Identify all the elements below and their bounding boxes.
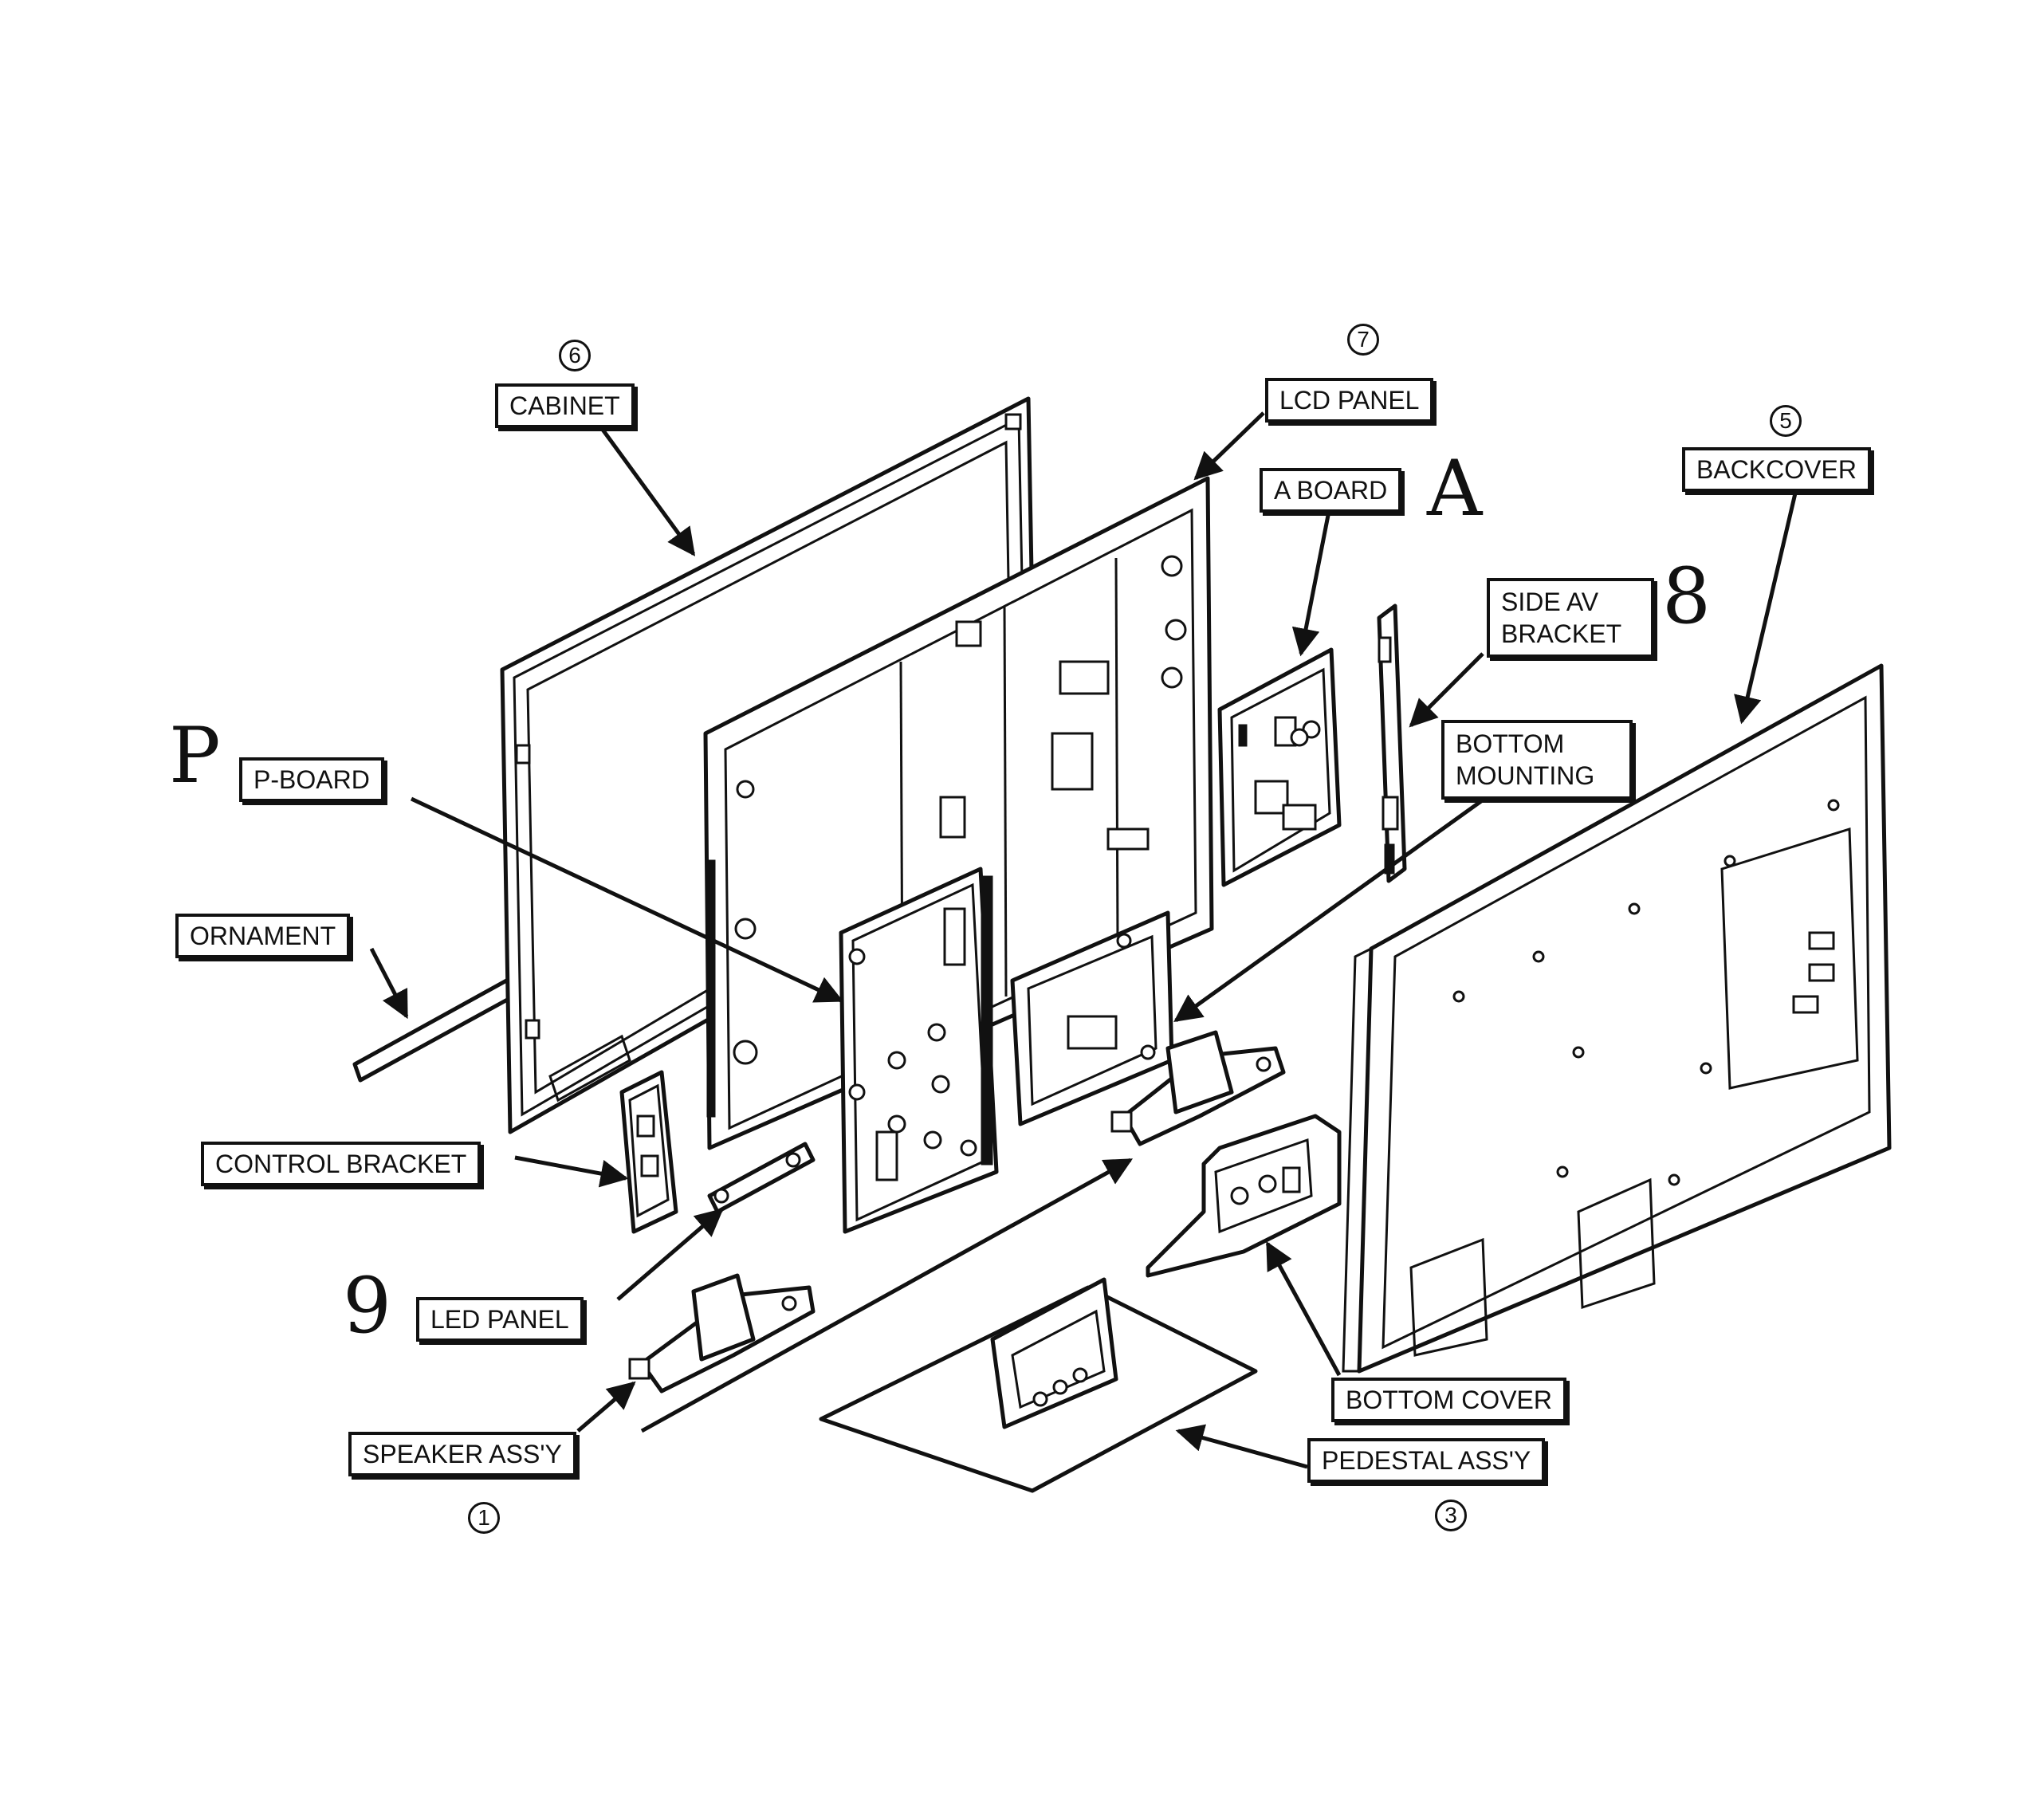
pedestal-assy-label: PEDESTAL ASS'Y <box>1307 1438 1546 1483</box>
speaker-part-back <box>1110 1030 1286 1146</box>
led-panel-part <box>707 1142 816 1214</box>
cabinet-number: 6 <box>559 340 591 371</box>
side-av-bracket-label: SIDE AV BRACKET <box>1487 578 1654 658</box>
bottom-cover-label: BOTTOM COVER <box>1331 1378 1566 1422</box>
bottom-mounting-label: BOTTOM MOUNTING <box>1441 720 1633 800</box>
pedestal-assy-number: 3 <box>1435 1500 1467 1531</box>
led-panel-label: LED PANEL <box>416 1297 584 1342</box>
a-board-label: A BOARD <box>1260 468 1402 513</box>
speaker-assy-number: 1 <box>468 1502 500 1534</box>
bottom-mounting-part <box>1010 910 1174 1126</box>
p-board-part <box>839 867 999 1234</box>
backcover-part <box>1342 663 1892 1374</box>
handwritten-9-mark: 9 <box>343 1261 392 1350</box>
speaker-part-front <box>628 1273 816 1393</box>
handwritten-8-mark: 8 <box>1662 552 1712 641</box>
lcd-panel-number: 7 <box>1347 324 1379 356</box>
lcd-panel-label: LCD PANEL <box>1265 378 1434 423</box>
p-board-label: P-BOARD <box>239 757 384 802</box>
control-bracket-label: CONTROL BRACKET <box>201 1142 481 1186</box>
control-bracket-part <box>619 1070 678 1234</box>
speaker-assy-label: SPEAKER ASS'Y <box>348 1432 576 1476</box>
pedestal-part <box>819 1277 1258 1493</box>
side-av-bracket-part <box>1377 603 1407 883</box>
a-board-part <box>1217 647 1342 887</box>
ornament-label: ORNAMENT <box>175 914 351 958</box>
cabinet-label: CABINET <box>495 383 635 428</box>
backcover-number: 5 <box>1770 405 1802 437</box>
bottom-cover-part <box>1146 1114 1342 1278</box>
handwritten-p-mark: P <box>169 711 221 800</box>
backcover-label: BACKCOVER <box>1682 447 1871 492</box>
leader-lines <box>369 411 1800 1469</box>
handwritten-a-mark: A <box>1427 444 1483 533</box>
